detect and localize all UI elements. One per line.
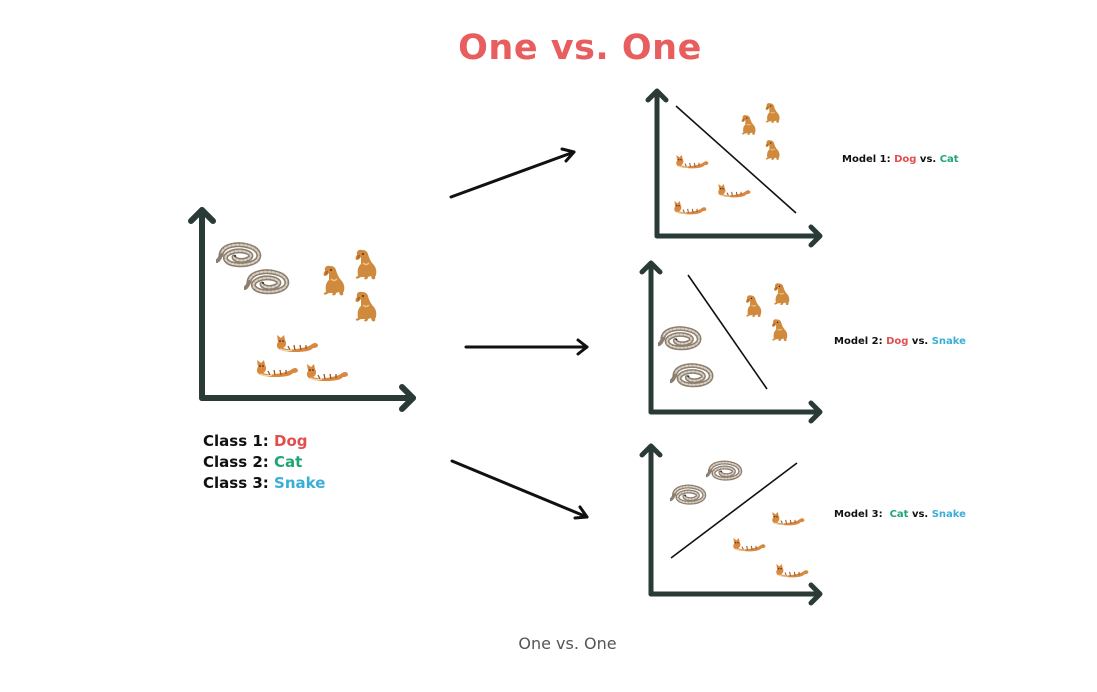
model-2-plot — [639, 260, 823, 424]
dog-icon — [765, 102, 781, 124]
legend-class-3: Class 3: Snake — [203, 473, 325, 494]
dog-icon — [745, 294, 762, 318]
dog-icon — [771, 318, 788, 342]
model-3-plot — [639, 443, 823, 606]
snake-icon — [245, 272, 287, 292]
dog-icon — [741, 114, 757, 136]
model-3-decision-boundary — [670, 462, 798, 559]
model-2-class-b: Snake — [931, 336, 966, 347]
legend-class-3-prefix: Class 3: — [203, 474, 275, 492]
arrow-to-model-1 — [449, 147, 576, 199]
figure-caption: One vs. One — [518, 634, 617, 653]
cat-icon — [732, 537, 766, 552]
model-1-label: Model 1: Dog vs. Cat — [842, 154, 959, 165]
main-x-axis — [199, 384, 416, 412]
snake-icon — [671, 366, 711, 385]
model-2-vs: vs. — [908, 336, 932, 347]
arrow-to-model-2 — [464, 338, 589, 356]
cat-icon — [673, 200, 707, 215]
legend-class-2-name: Cat — [274, 453, 303, 471]
legend-class-2: Class 2: Cat — [203, 452, 325, 473]
page-title: One vs. One — [458, 28, 702, 68]
snake-icon — [706, 460, 743, 481]
model-1-class-a: Dog — [894, 154, 917, 165]
main-plot — [188, 207, 416, 412]
model-2-prefix: Model 2: — [834, 336, 887, 347]
model-3-x-axis — [648, 582, 823, 606]
model-2-x-axis — [648, 400, 823, 424]
dog-icon — [354, 290, 378, 322]
snake-icon — [670, 484, 707, 505]
dog-icon — [773, 282, 790, 306]
model-3-y-axis — [639, 443, 663, 597]
cat-icon — [306, 363, 349, 382]
model-1-prefix: Model 1: — [842, 154, 895, 165]
main-y-axis — [188, 207, 216, 401]
model-3-prefix: Model 3: — [834, 509, 890, 520]
cat-icon — [771, 511, 805, 526]
model-1-class-b: Cat — [939, 154, 959, 165]
model-3-vs: vs. — [908, 509, 932, 520]
snake-icon — [659, 329, 699, 348]
model-2-y-axis — [639, 260, 663, 415]
cat-icon — [256, 359, 299, 378]
legend-class-1-prefix: Class 1: — [203, 432, 275, 450]
model-3-class-b: Snake — [931, 509, 966, 520]
dog-icon — [354, 248, 378, 280]
cat-icon — [276, 334, 319, 353]
legend-class-3-name: Snake — [274, 474, 326, 492]
snake-icon — [217, 245, 259, 265]
legend-class-2-prefix: Class 2: — [203, 453, 275, 471]
legend-class-1-name: Dog — [274, 432, 308, 450]
cat-icon — [675, 154, 709, 169]
legend-class-1: Class 1: Dog — [203, 431, 325, 452]
cat-icon — [775, 563, 809, 578]
model-2-label: Model 2: Dog vs. Snake — [834, 336, 966, 347]
model-3-label: Model 3: Cat vs. Snake — [834, 509, 966, 520]
class-legend: Class 1: Dog Class 2: Cat Class 3: Snake — [203, 431, 325, 494]
dog-icon — [322, 264, 346, 296]
model-1-vs: vs. — [916, 154, 940, 165]
model-2-class-a: Dog — [886, 336, 909, 347]
model-1-decision-boundary — [675, 105, 797, 214]
model-1-plot — [645, 88, 823, 248]
arrow-to-model-3 — [450, 459, 589, 520]
model-1-x-axis — [654, 224, 823, 248]
cat-icon — [717, 183, 751, 198]
model-1-y-axis — [645, 88, 669, 239]
dog-icon — [765, 139, 781, 161]
model-2-decision-boundary — [687, 274, 768, 390]
model-3-class-a: Cat — [889, 509, 909, 520]
